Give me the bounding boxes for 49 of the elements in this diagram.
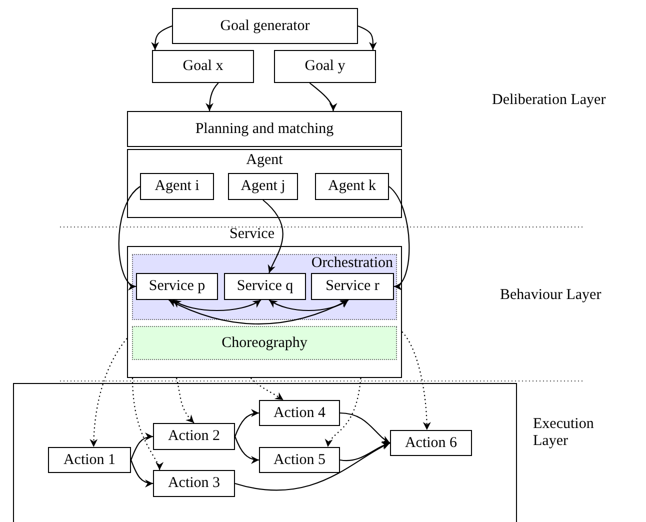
arrow <box>340 442 390 462</box>
process-box: Action 3 <box>153 470 235 497</box>
process-box: Service r <box>311 273 394 300</box>
group-title: Service <box>228 226 276 243</box>
dotted-arrow <box>326 378 362 448</box>
process-box: Planning and matching <box>127 111 402 147</box>
process-box: Agent i <box>140 173 214 200</box>
group-box <box>13 383 517 522</box>
process-box: Service q <box>224 273 306 300</box>
process-box: Action 1 <box>48 447 131 473</box>
arrow <box>340 412 390 444</box>
process-box: Action 6 <box>390 430 472 456</box>
process-box: Service p <box>136 273 218 300</box>
arrow <box>118 186 140 288</box>
arrow <box>234 436 260 464</box>
arrow <box>262 200 284 274</box>
layer-label: Deliberation Layer <box>492 92 607 109</box>
arrow <box>358 25 377 50</box>
double-arrow <box>172 300 262 312</box>
arrow <box>388 186 410 288</box>
dotted-arrow <box>250 378 284 400</box>
process-box: Goal y <box>274 50 376 83</box>
arrow <box>309 82 336 112</box>
group-title: Orchestration <box>311 255 393 272</box>
arrow <box>206 82 219 111</box>
arrow <box>130 460 154 488</box>
process-box: Action 2 <box>153 423 235 450</box>
double-arrow <box>268 300 349 312</box>
process-box: Goal x <box>152 50 254 83</box>
dotted-arrow <box>176 378 194 424</box>
dotted-arrow <box>402 331 431 430</box>
arrow <box>130 432 154 460</box>
dotted-arrow <box>132 378 162 470</box>
group-box <box>127 149 402 218</box>
double-arrow <box>168 300 349 324</box>
process-box: Action 5 <box>259 447 340 473</box>
shaded-panel <box>132 254 397 320</box>
dotted-arrow <box>90 338 128 448</box>
group-title: Agent <box>245 152 284 169</box>
arrow <box>234 409 260 437</box>
process-box: Agent j <box>228 173 298 200</box>
process-box: Agent k <box>315 173 389 200</box>
layer-label: Behaviour Layer <box>500 287 602 304</box>
layer-label: Execution Layer <box>533 416 595 450</box>
arrow <box>234 442 390 491</box>
process-box: Action 4 <box>259 400 340 426</box>
shaded-panel: Choreography <box>132 326 397 360</box>
process-box: Goal generator <box>172 8 358 44</box>
arrow <box>151 25 172 50</box>
